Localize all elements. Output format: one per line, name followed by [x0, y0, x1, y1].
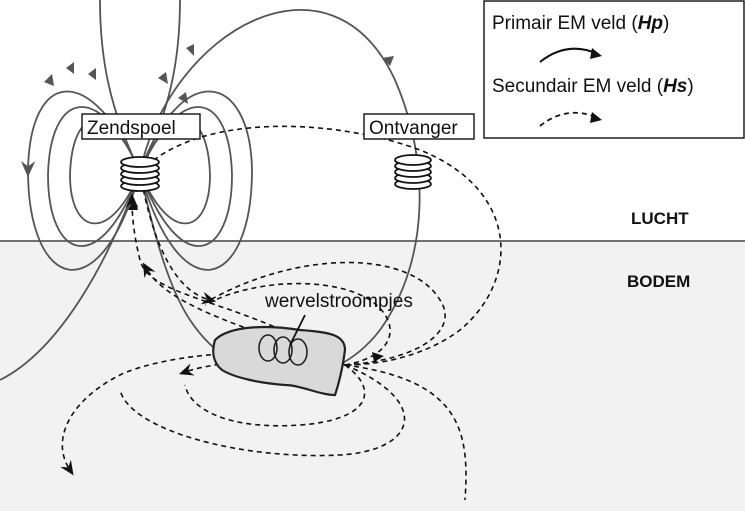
- eddy-current-loop: [273, 336, 293, 364]
- receiver-label: Ontvanger: [369, 118, 458, 139]
- transmitter-coil: [120, 156, 160, 192]
- legend: Primair EM veld (Hp) Secundair EM veld (…: [483, 0, 745, 139]
- transmitter-label-box: [81, 113, 201, 140]
- legend-secondary-label: Secundair EM veld (Hs): [492, 76, 694, 97]
- receiver-label-box: [363, 113, 475, 140]
- soil-label: BODEM: [627, 272, 690, 291]
- eddy-currents-label: wervelstroompjes: [264, 291, 413, 312]
- transmitter-label: Zendspoel: [87, 118, 176, 139]
- eddy-current-loop: [288, 338, 308, 366]
- legend-primary-label: Primair EM veld (Hp): [492, 13, 669, 34]
- receiver-coil: [394, 154, 432, 190]
- soil-region: [0, 241, 745, 511]
- eddy-pointer-line: [289, 314, 306, 346]
- legend-box: [483, 0, 745, 139]
- eddy-current-loop: [258, 334, 278, 362]
- buried-conductor: [212, 314, 347, 397]
- air-label: LUCHT: [631, 209, 689, 228]
